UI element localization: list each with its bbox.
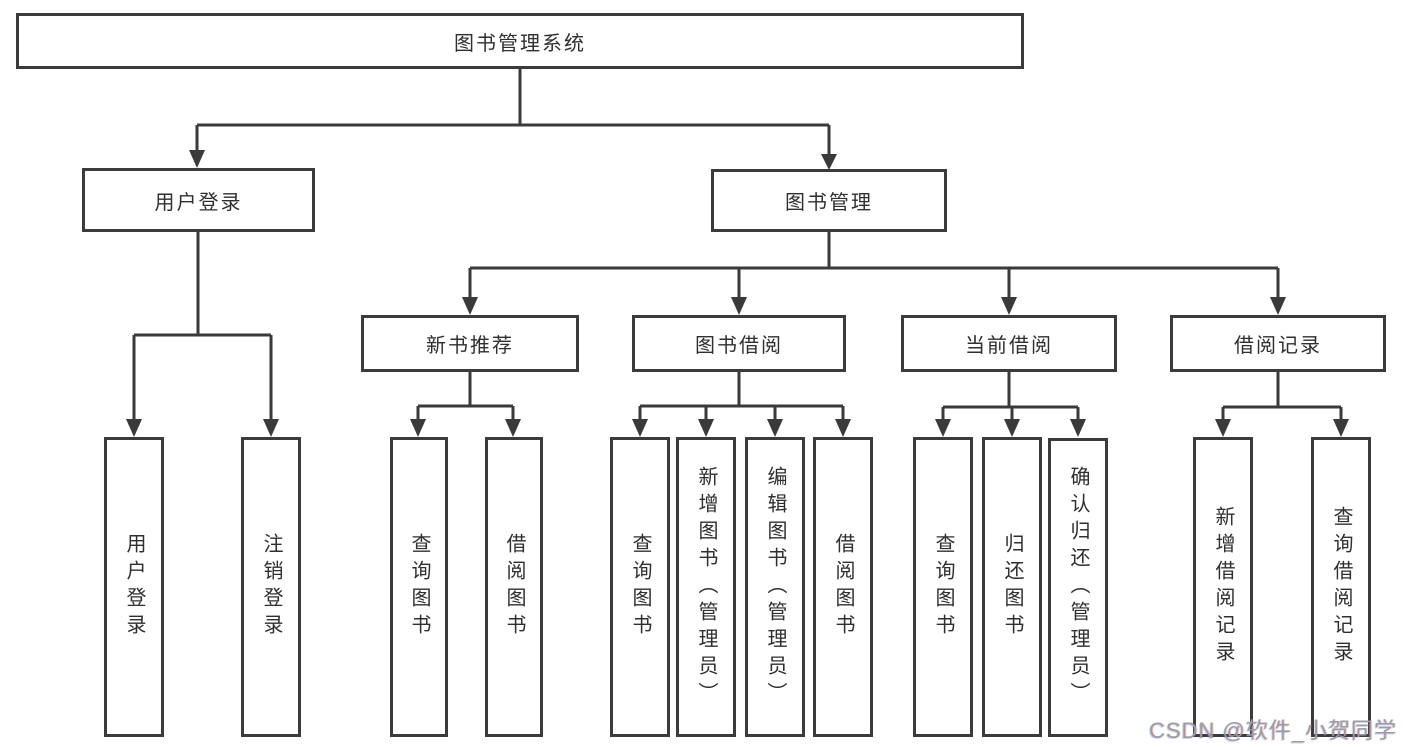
- leaf-query-books-current: 查询图书: [913, 437, 973, 737]
- leaf-query-borrow-record-label: 查询借阅记录: [1330, 506, 1352, 668]
- leaf-borrow-books-label: 借阅图书: [832, 533, 854, 641]
- leaf-return-books: 归还图书: [982, 437, 1042, 737]
- leaf-confirm-return-admin: 确认归还（管理员）: [1048, 438, 1108, 737]
- node-new-book-recommend: 新书推荐: [361, 315, 579, 372]
- node-user-login: 用户登录: [82, 168, 315, 232]
- leaf-query-books-recommend: 查询图书: [390, 437, 448, 737]
- leaf-borrow-books-recommend: 借阅图书: [485, 437, 543, 737]
- leaf-add-borrow-record-label: 新增借阅记录: [1212, 506, 1234, 668]
- node-user-login-label: 用户登录: [154, 191, 243, 214]
- leaf-add-books-admin: 新增图书（管理员）: [676, 437, 736, 737]
- csdn-watermark: CSDN @软件_小贺同学: [1148, 718, 1397, 743]
- leaf-query-borrow-record: 查询借阅记录: [1311, 437, 1371, 737]
- leaf-borrow-books-recommend-label: 借阅图书: [503, 533, 525, 641]
- node-book-management-label: 图书管理: [785, 192, 873, 214]
- leaf-return-books-label: 归还图书: [1001, 533, 1023, 641]
- node-root-label: 图书管理系统: [454, 32, 586, 55]
- leaf-edit-books-admin-label: 编辑图书（管理员）: [764, 465, 786, 709]
- leaf-user-login: 用户登录: [104, 437, 164, 737]
- leaf-add-books-admin-label: 新增图书（管理员）: [695, 465, 717, 709]
- node-current-borrowing-label: 当前借阅: [965, 335, 1053, 357]
- node-borrow-records: 借阅记录: [1170, 315, 1386, 372]
- node-book-management: 图书管理: [711, 169, 947, 232]
- leaf-add-borrow-record: 新增借阅记录: [1193, 437, 1253, 737]
- node-book-borrowing: 图书借阅: [632, 315, 846, 372]
- node-root-library-system: 图书管理系统: [16, 13, 1024, 69]
- node-borrow-records-label: 借阅记录: [1234, 335, 1322, 357]
- leaf-logout-label: 注销登录: [260, 533, 282, 641]
- node-new-book-recommend-label: 新书推荐: [426, 335, 514, 357]
- node-current-borrowing: 当前借阅: [901, 315, 1117, 372]
- leaf-query-books-borrowing-label: 查询图书: [629, 533, 651, 641]
- leaf-query-books-borrowing: 查询图书: [610, 437, 670, 737]
- leaf-query-books-recommend-label: 查询图书: [408, 533, 430, 641]
- leaf-user-login-label: 用户登录: [123, 533, 145, 641]
- leaf-edit-books-admin: 编辑图书（管理员）: [745, 437, 805, 737]
- leaf-borrow-books: 借阅图书: [813, 437, 873, 737]
- node-book-borrowing-label: 图书借阅: [695, 335, 783, 357]
- leaf-logout: 注销登录: [241, 437, 301, 737]
- leaf-confirm-return-admin-label: 确认归还（管理员）: [1067, 466, 1089, 709]
- leaf-query-books-current-label: 查询图书: [932, 533, 954, 641]
